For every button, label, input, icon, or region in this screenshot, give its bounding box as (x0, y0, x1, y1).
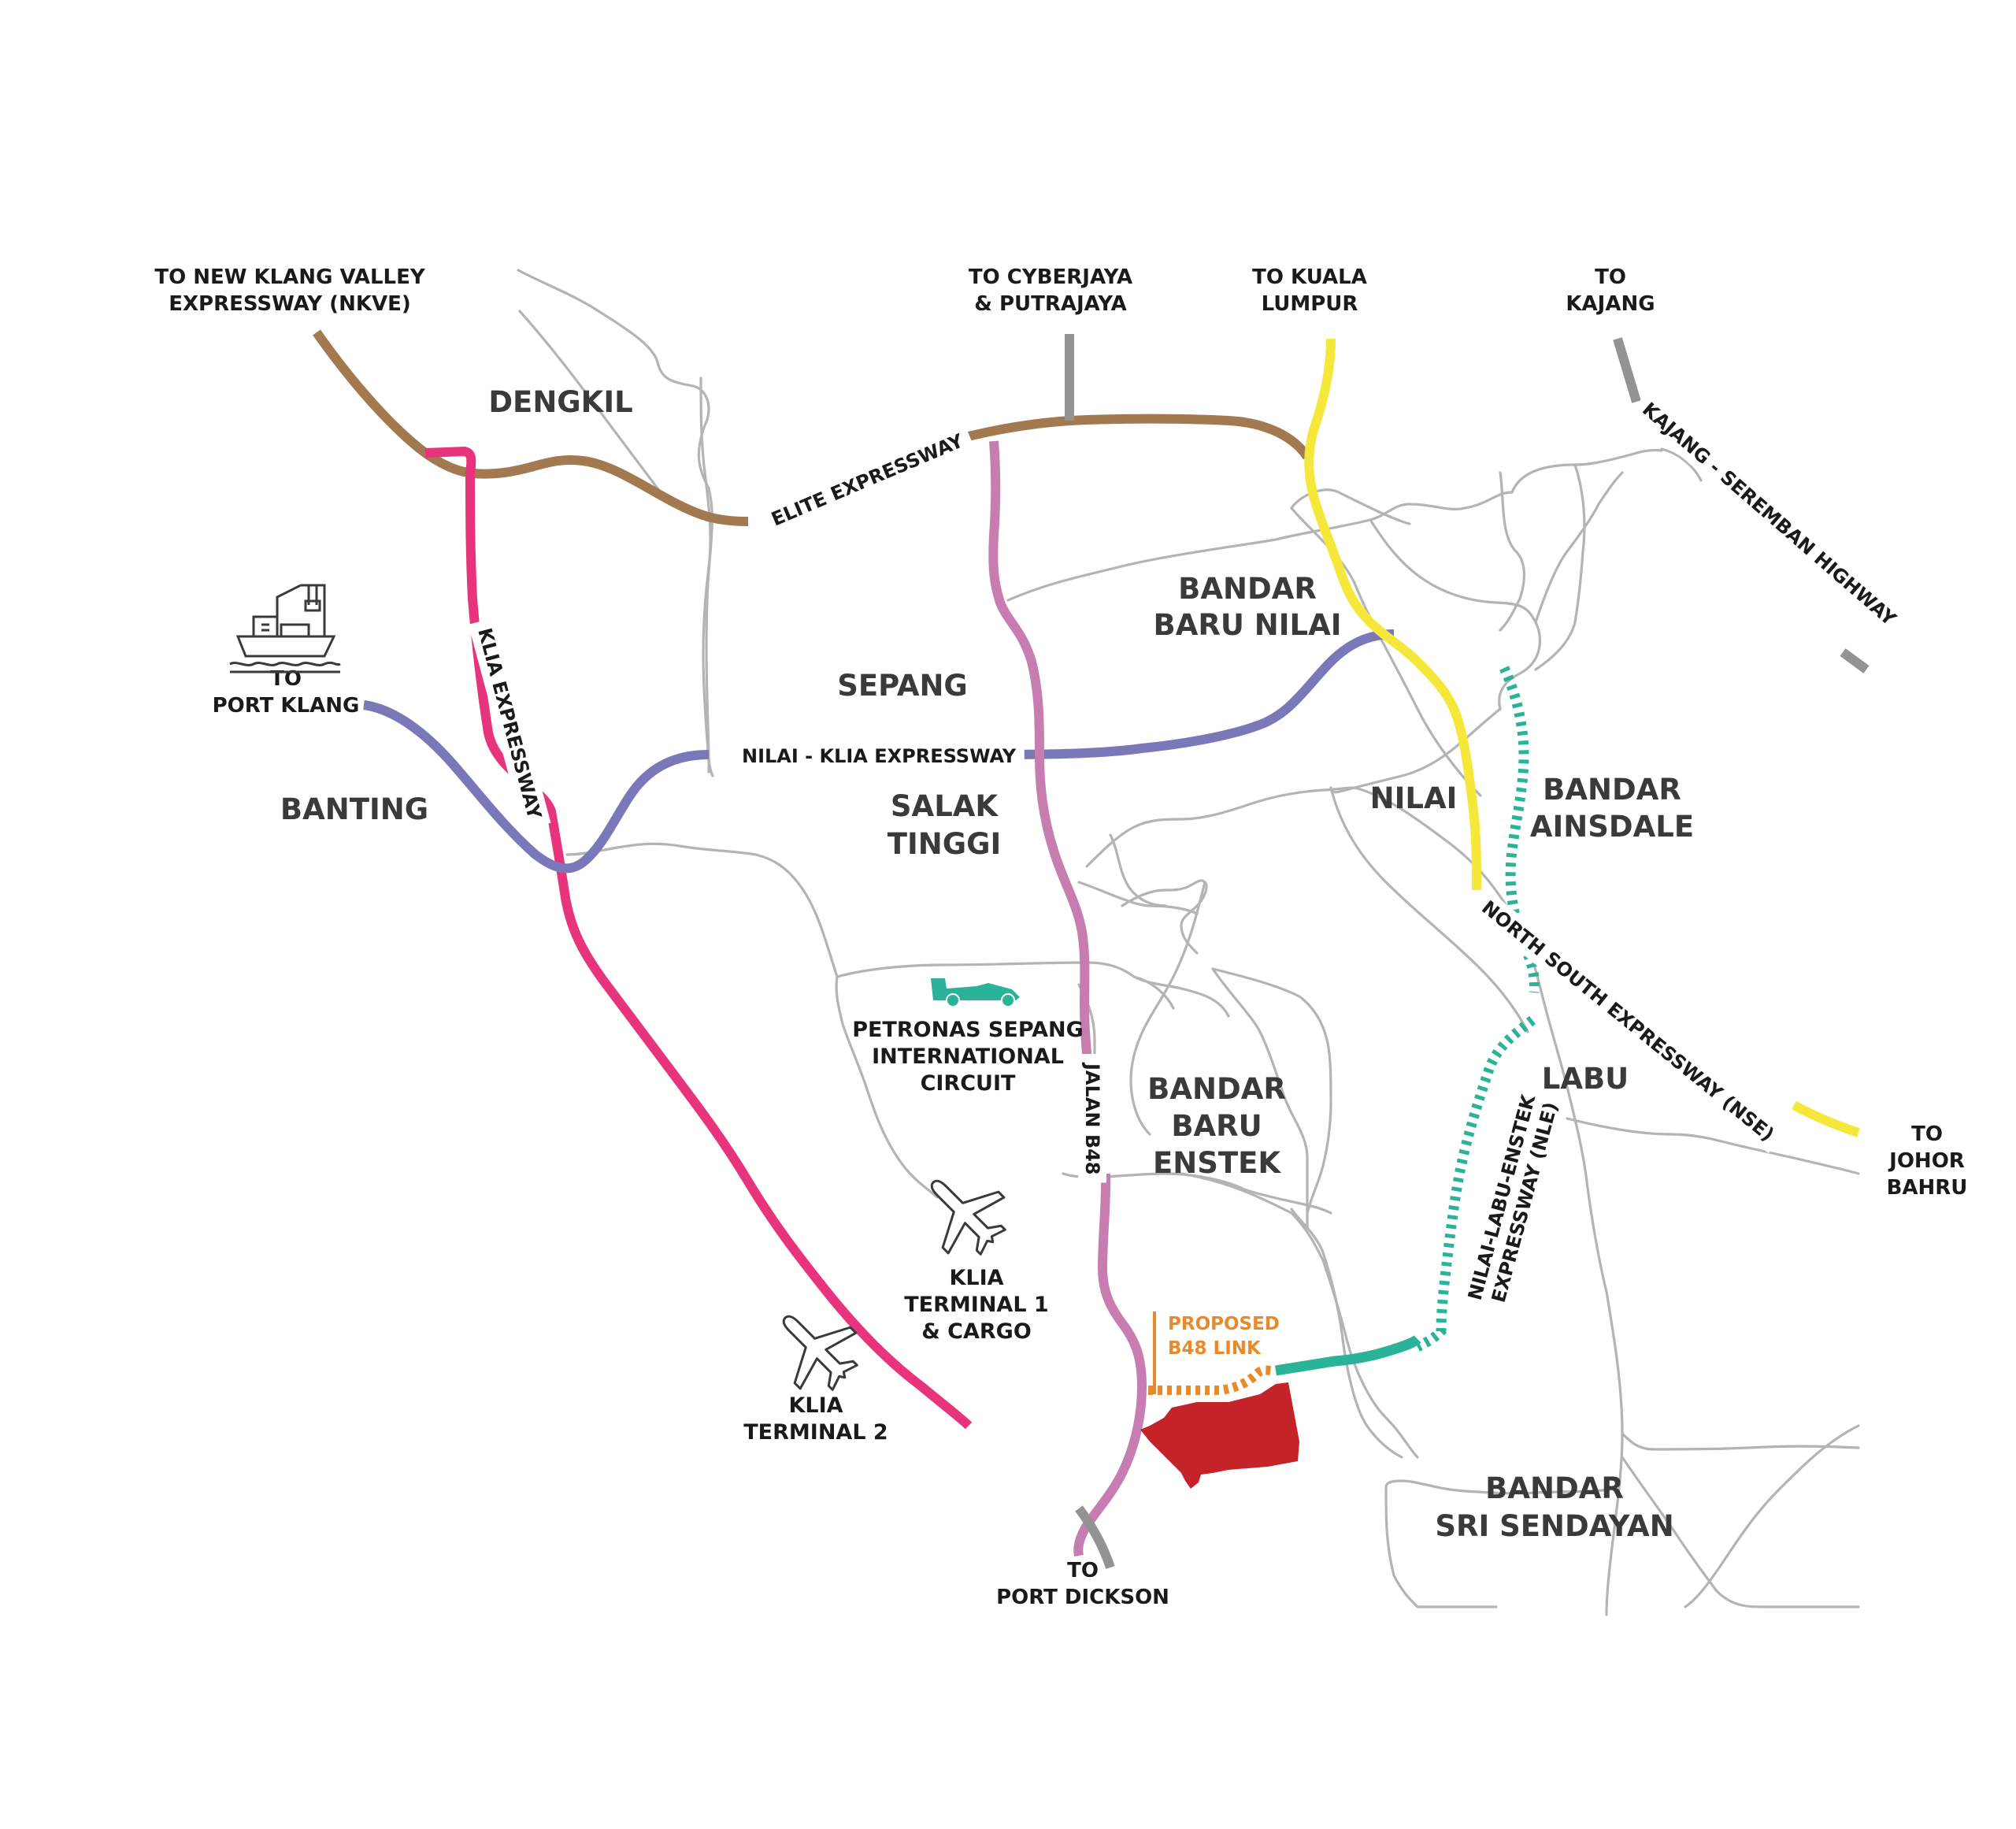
dest-kuala-lumpur-line2: LUMPUR (1262, 292, 1358, 316)
airplane-icon (782, 1315, 858, 1391)
jalan-b48-label: JALAN B48 (1081, 1062, 1103, 1175)
kajang-seremban-highway-label: KAJANG - SEREMBAN HIGHWAY (1638, 398, 1900, 630)
road-label-background (1078, 1054, 1106, 1183)
place-names: DENGKIL SEPANG BANTING SALAK TINGGI BAND… (280, 385, 1694, 1543)
proposed-link-line2: B48 LINK (1168, 1338, 1262, 1359)
place-bandar-baru-nilai-line1: BANDAR (1178, 572, 1317, 606)
elite-expressway-label: ELITE EXPRESSWAY (768, 429, 966, 530)
race-car-icon (931, 978, 1020, 1007)
place-labu: LABU (1542, 1062, 1629, 1096)
place-bandar-baru-enstek-line2: BARU (1171, 1109, 1262, 1143)
place-banting: BANTING (280, 792, 428, 826)
proposed-link-line1: PROPOSED (1168, 1314, 1280, 1334)
road-label-background (1629, 390, 1909, 638)
klia-t1-line2: TERMINAL 1 (904, 1293, 1048, 1317)
dest-port-dickson-line2: PORT DICKSON (996, 1586, 1169, 1609)
place-nilai: NILAI (1370, 781, 1458, 815)
dest-kuala-lumpur-line1: TO KUALA (1252, 265, 1367, 289)
klia-expressway[interactable] (424, 447, 973, 1430)
place-bandar-ainsdale-line2: AINSDALE (1530, 810, 1694, 844)
dest-kajang-line2: KAJANG (1566, 292, 1655, 316)
place-salak-tinggi-line1: SALAK (891, 789, 999, 823)
sepang-circuit-line1: PETRONAS SEPANG (852, 1018, 1084, 1042)
dest-kajang-line1: TO (1595, 265, 1626, 289)
destination-labels: TO NEW KLANG VALLEY EXPRESSWAY (NKVE) TO… (154, 265, 1967, 1609)
road-label-background (734, 742, 1025, 770)
klia-t1-line1: KLIA (949, 1266, 1003, 1290)
place-bandar-sri-sendayan-line2: SRI SENDAYAN (1435, 1509, 1673, 1543)
elite-expressway[interactable] (313, 329, 749, 526)
dest-port-klang-line2: PORT KLANG (213, 694, 360, 718)
dest-cyberjaya-line1: TO CYBERJAYA (969, 265, 1132, 289)
place-dengkil: DENGKIL (488, 385, 632, 419)
airplane-icon (930, 1179, 1006, 1256)
expressways (313, 329, 1870, 1569)
sepang-circuit-line3: CIRCUIT (921, 1071, 1016, 1096)
dest-johor-bahru-line1: TO (1911, 1122, 1943, 1146)
north-south-expressway[interactable] (1304, 338, 1481, 891)
nilai-klia-expressway-label: NILAI - KLIA EXPRESSWAY (742, 745, 1017, 767)
jalan-b48[interactable] (988, 440, 1093, 1080)
place-bandar-sri-sendayan-line1: BANDAR (1485, 1471, 1624, 1505)
road-label-background (468, 617, 551, 830)
road-label-background (1458, 1082, 1546, 1311)
place-bandar-baru-enstek-line1: BANDAR (1147, 1072, 1286, 1106)
dest-nkve-line2: EXPRESSWAY (NKVE) (169, 292, 411, 316)
klia-t2-line1: KLIA (788, 1393, 843, 1418)
klia-t1-line3: & CARGO (921, 1319, 1032, 1344)
road-label-background (1482, 1091, 1568, 1314)
poi-labels: PETRONAS SEPANG INTERNATIONAL CIRCUIT KL… (743, 1018, 1280, 1445)
place-bandar-ainsdale-line1: BANDAR (1543, 773, 1681, 807)
place-bandar-baru-enstek-line3: ENSTEK (1153, 1146, 1281, 1180)
port-crane-ship-icon (229, 584, 341, 673)
place-sepang: SEPANG (837, 669, 968, 703)
dest-cyberjaya-line2: & PUTRAJAYA (974, 292, 1127, 316)
road-label-background (1469, 889, 1787, 1153)
place-bandar-baru-nilai-line2: BARU NILAI (1154, 608, 1342, 642)
place-salak-tinggi-line2: TINGGI (888, 827, 1001, 861)
dest-johor-bahru-line2: JOHOR (1888, 1149, 1965, 1173)
dest-nkve-line1: TO NEW KLANG VALLEY (154, 265, 426, 289)
nilai-klia-expressway[interactable] (363, 700, 710, 874)
dest-port-dickson-line1: TO (1067, 1559, 1099, 1582)
minor-roads (517, 269, 1860, 1616)
sepang-circuit-line2: INTERNATIONAL (872, 1044, 1064, 1069)
development-site[interactable] (1140, 1382, 1299, 1489)
dest-johor-bahru-line3: BAHRU (1887, 1176, 1968, 1200)
proposed-b48-link (1148, 1311, 1276, 1396)
road-label-background (759, 423, 976, 537)
klia-t2-line2: TERMINAL 2 (743, 1420, 888, 1445)
